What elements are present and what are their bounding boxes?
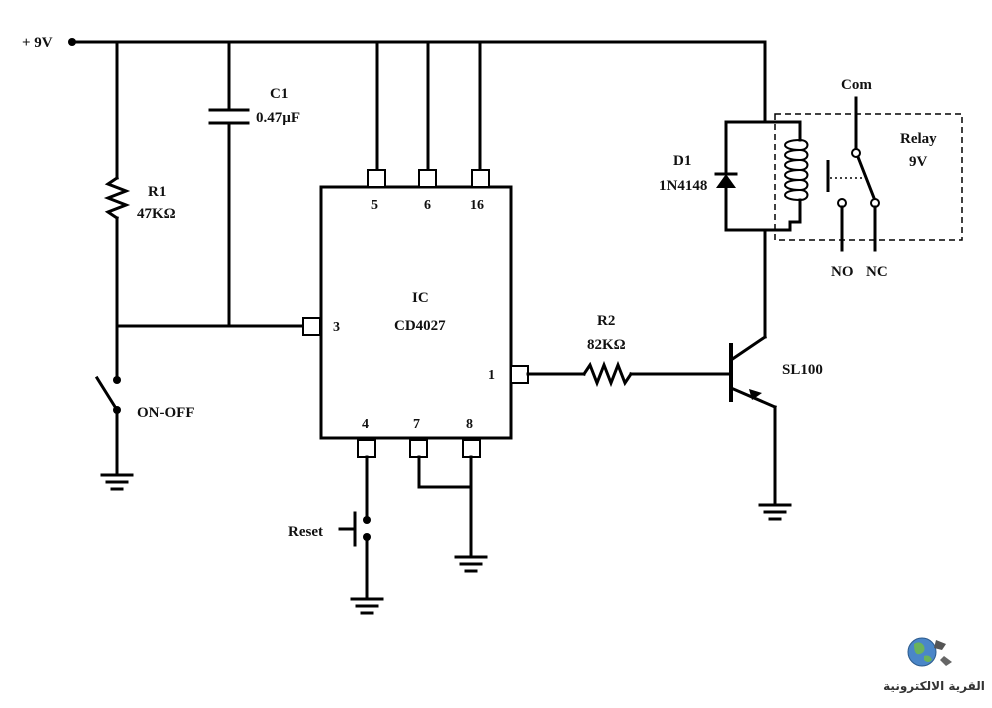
relay-voltage: 9V [909, 154, 928, 170]
ic-part: CD4027 [394, 318, 446, 334]
r1-name: R1 [148, 184, 166, 200]
r2-name: R2 [597, 313, 615, 329]
pin-7-label: 7 [413, 417, 420, 432]
c1-name: C1 [270, 86, 288, 102]
reset-button: Reset [288, 455, 384, 615]
r1-resistor: R1 47KΩ [103, 40, 176, 328]
ic-name: IC [412, 290, 429, 306]
c1-capacitor: C1 0.47µF [208, 40, 300, 328]
r2-value: 82KΩ [587, 337, 626, 353]
watermark-text: القرية الالكترونية [883, 679, 985, 694]
transistor-label: SL100 [782, 362, 823, 378]
relay-nc-label: NC [866, 264, 888, 280]
pin-6-label: 6 [424, 198, 431, 213]
ic-cd4027: IC CD4027 5 6 16 3 1 4 7 8 [302, 40, 529, 458]
on-off-label: ON-OFF [137, 405, 195, 421]
supply-rail: + 9V [22, 35, 767, 51]
relay-no-label: NO [831, 264, 854, 280]
reset-label: Reset [288, 524, 323, 540]
r2-resistor: R2 82KΩ [526, 313, 731, 388]
pin-3-label: 3 [333, 320, 340, 335]
relay-9v: Com Relay 9V NO NC [774, 77, 963, 280]
pin-1-label: 1 [488, 368, 495, 383]
pin-5-label: 5 [371, 198, 378, 213]
relay-com-label: Com [841, 77, 872, 93]
transistor-sl100: SL100 [728, 228, 823, 521]
pin-16-label: 16 [470, 198, 484, 213]
supply-label: + 9V [22, 35, 53, 51]
r1-value: 47KΩ [137, 206, 176, 222]
c1-value: 0.47µF [256, 110, 300, 126]
pin-4-label: 4 [362, 417, 369, 432]
pins-7-8-ground [417, 455, 488, 573]
d1-diode: D1 1N4148 [659, 120, 792, 232]
pin-8-label: 8 [466, 417, 473, 432]
d1-part: 1N4148 [659, 178, 707, 194]
d1-name: D1 [673, 153, 691, 169]
on-off-switch: ON-OFF [94, 324, 195, 491]
relay-name: Relay [900, 131, 937, 147]
watermark-logo: القرية الالكترونية [883, 637, 985, 694]
